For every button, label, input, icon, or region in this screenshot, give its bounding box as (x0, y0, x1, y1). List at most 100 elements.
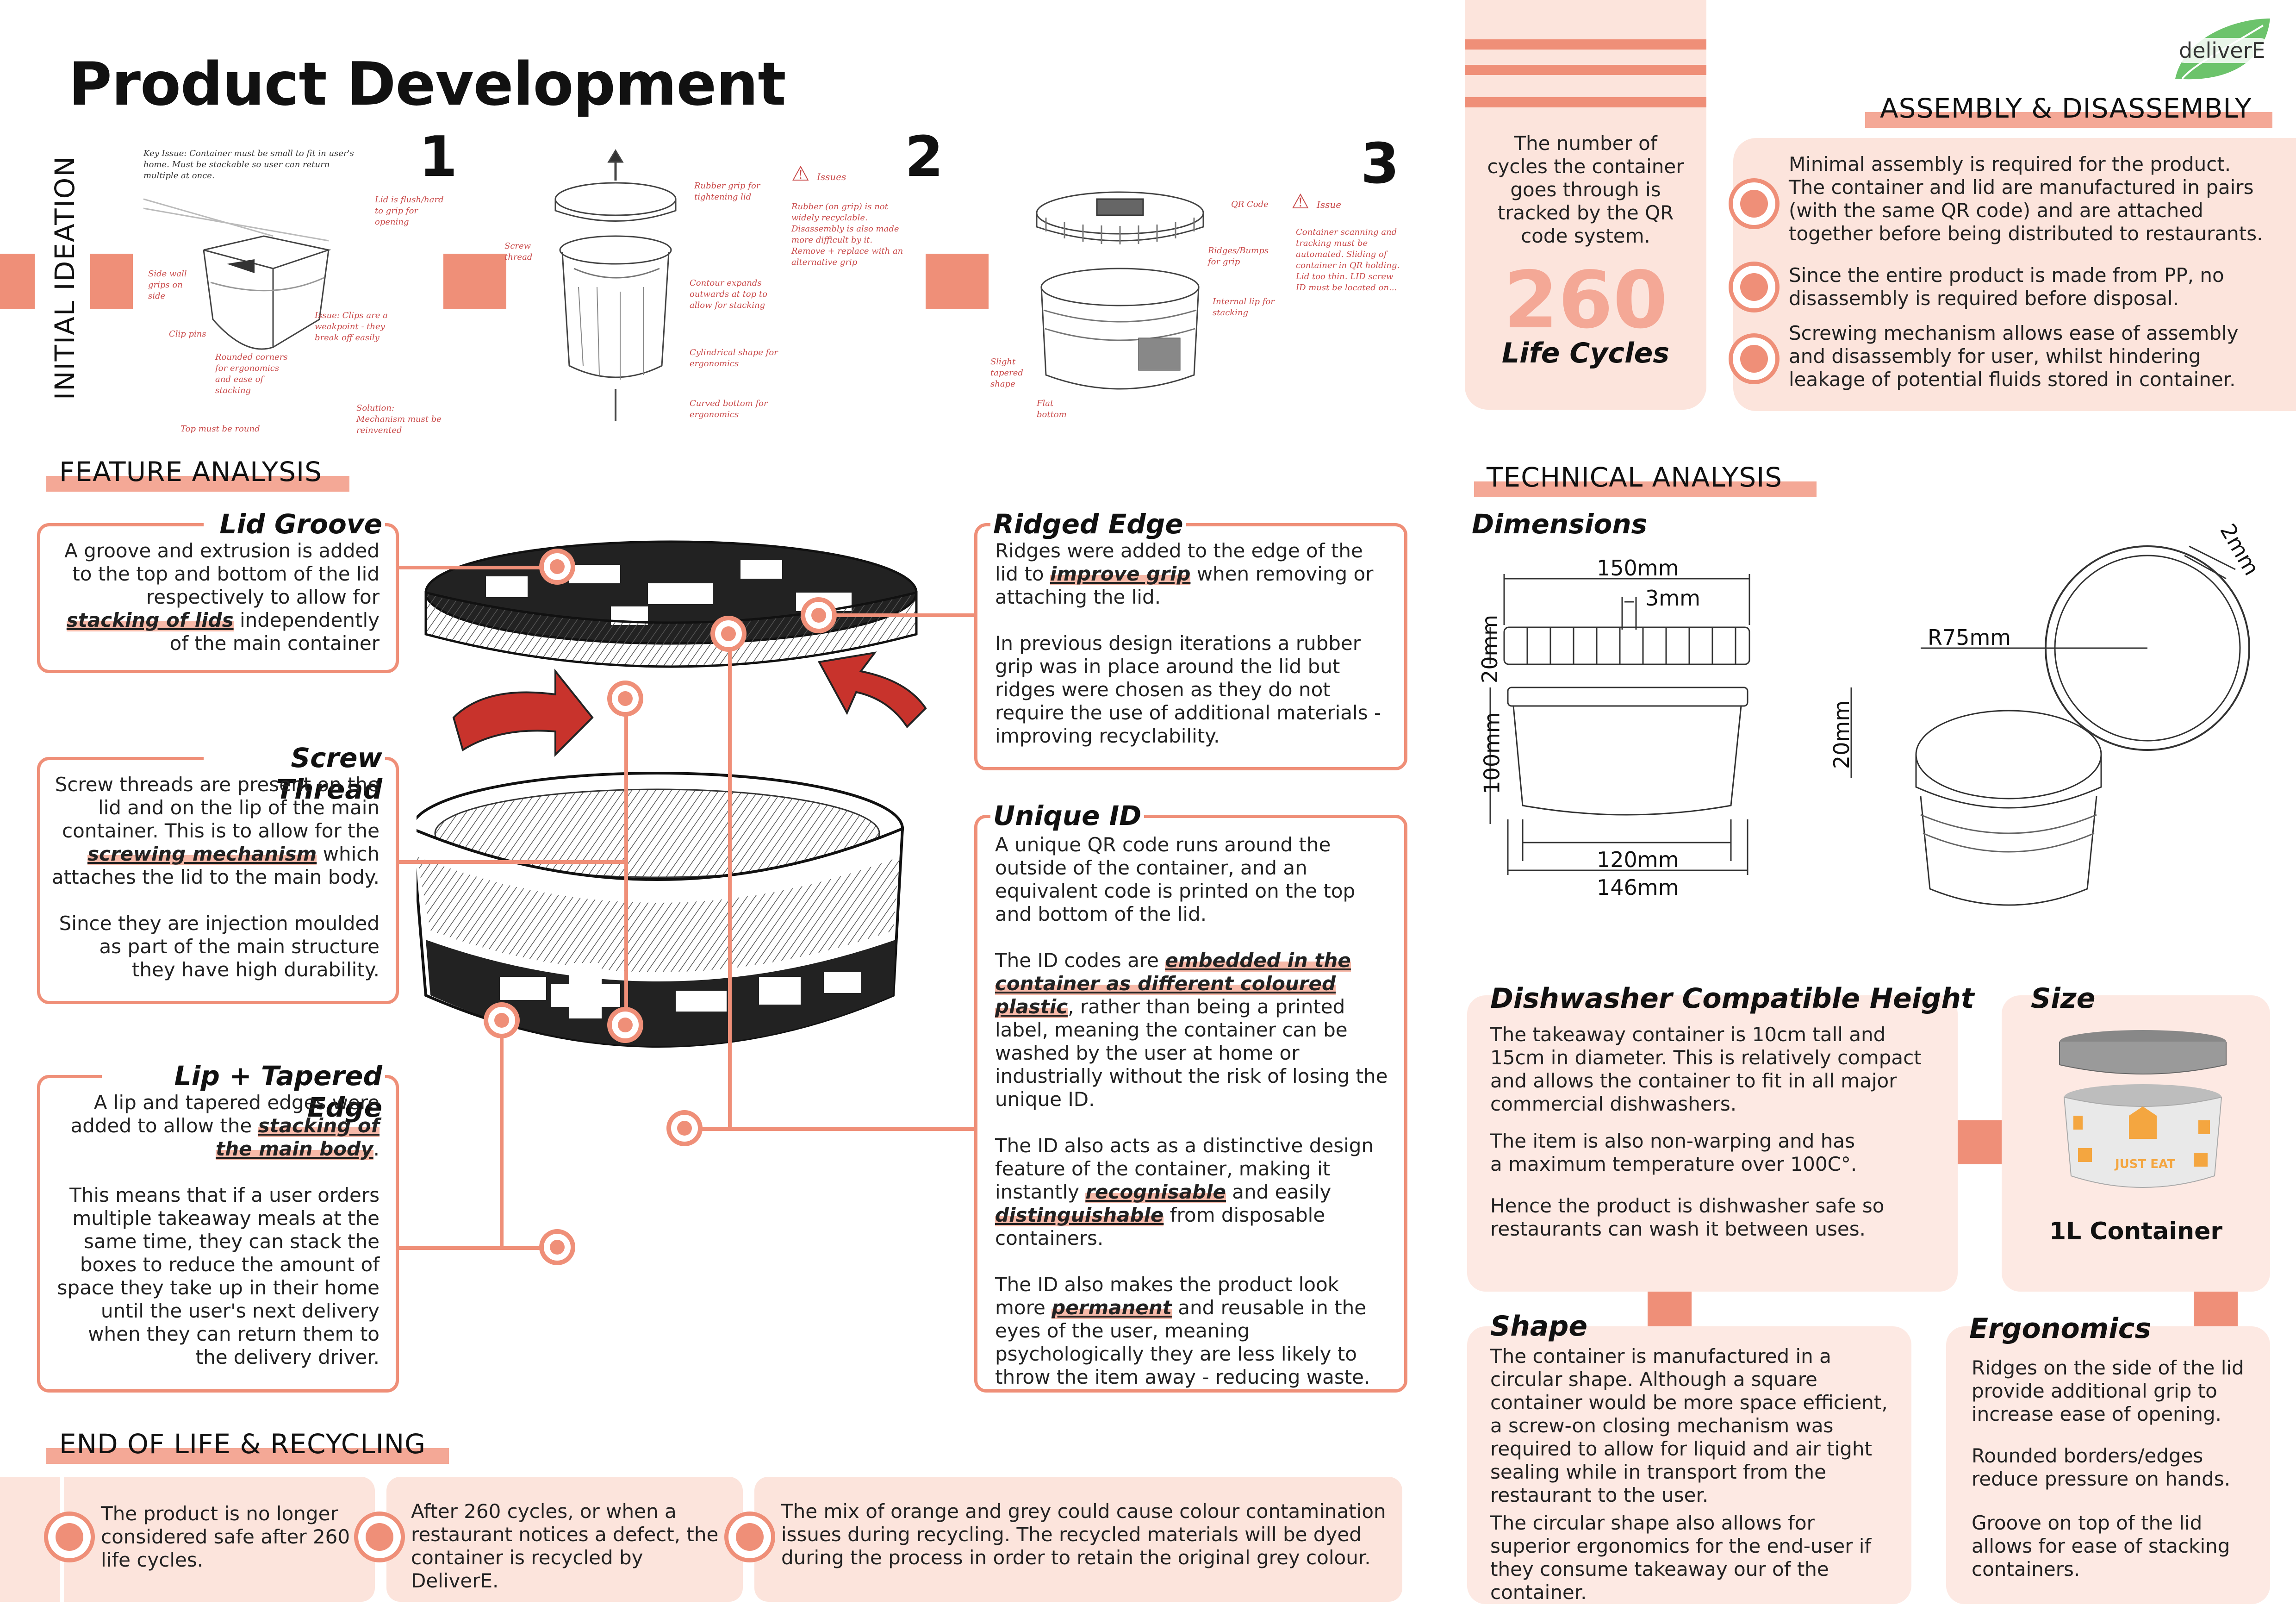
assembly-item-3: Screwing mechanism allows ease of assemb… (1789, 322, 2239, 391)
technical-heading-bar (1474, 481, 1817, 497)
life-cycle-stripe-2 (1465, 65, 1706, 75)
sketch3-qr: QR Code (1231, 200, 1269, 209)
lid-groove-box (37, 523, 399, 673)
marker-screw-top (607, 681, 643, 717)
sketch1-top: Top must be round (180, 424, 260, 434)
connector-dish-shape (1648, 1292, 1692, 1329)
assembly-bullet-1 (1729, 178, 1780, 229)
ideation-marker-3 (926, 254, 989, 309)
dishwasher-title: Dishwasher Compatible Height (1490, 982, 1974, 1015)
connector-lip-v (500, 1021, 504, 1248)
ergonomics-title: Ergonomics (1969, 1312, 2152, 1345)
sketch1-solution: Solution: Mechanism must be reinvented (356, 403, 442, 435)
warning-icon-3: ⚠ (1291, 190, 1310, 213)
marker-lip (484, 1002, 520, 1038)
eol-card-3 (754, 1477, 1402, 1602)
ergonomics-card (1946, 1326, 2270, 1604)
sketch2-contour: Contour expands outwards at top to allow… (690, 278, 767, 310)
assembly-bullet-2 (1729, 262, 1780, 312)
ideation-sketch-1: Key Issue: Container must be small to fi… (134, 144, 449, 449)
ideation-marker-2 (443, 254, 506, 309)
container-photo (2059, 1030, 2227, 1188)
marker-lip-bottom (539, 1229, 575, 1265)
sketch1-lid-note: Lid is flush/hard to grip for opening (375, 195, 444, 227)
dim-150: 150mm (1597, 556, 1679, 581)
dim-3: 3mm (1645, 586, 1700, 611)
eol-card-2 (386, 1477, 743, 1602)
connector-unique-id-v (728, 634, 732, 1130)
ridged-edge-text: Ridges were added to the edge of the lid… (995, 539, 1381, 747)
dim-20b: 20mm (1829, 700, 1854, 769)
technical-drawing: 150mm 3mm 20mm 100mm 120mm 146mm 20mm R7… (1458, 519, 2272, 954)
logo-text: deliverE (2175, 38, 2269, 63)
sketch3-issue: Issue (1317, 199, 1342, 210)
lid-groove-title: Lid Groove (204, 508, 385, 540)
connector-unique-id (685, 1127, 977, 1131)
unique-id-text: A unique QR code runs around the outside… (995, 833, 1388, 1388)
sketch1-key-issue: Key Issue: Container must be small to fi… (143, 149, 354, 181)
eol-item-1: The product is no longer considered safe… (101, 1502, 350, 1571)
container-drawing (410, 540, 927, 1048)
feature-heading-bar (46, 476, 349, 492)
container-sketch-1 (143, 198, 331, 350)
sketch-number-1: 1 (419, 125, 458, 189)
life-cycle-label: Life Cycles (1501, 337, 1670, 369)
shape-card (1467, 1326, 1911, 1604)
feature-heading: FEATURE ANALYSIS (59, 456, 322, 487)
sketch3-issue-list: Container scanning and tracking must be … (1296, 227, 1400, 293)
dim-120: 120mm (1597, 847, 1679, 872)
marker-screw-bottom (607, 1007, 643, 1043)
dim-146: 146mm (1597, 875, 1679, 900)
warning-icon-2: ⚠ (791, 162, 810, 186)
marker-ridged-edge (801, 597, 837, 633)
connector-dish-size (1958, 1120, 2004, 1164)
connector-ridged-edge (819, 613, 977, 617)
eol-bullet-1 (44, 1512, 95, 1562)
ideation-sketch-3: QR Code Ridges/Bumps for grip ⚠ Issue Co… (990, 181, 1407, 477)
sketch3-flat: Flat bottom (1037, 399, 1067, 419)
sketch-number-2: 2 (905, 125, 944, 189)
dishwasher-p2: The item is also non-warping and has a m… (1490, 1130, 1857, 1175)
sketch2-issues: Issues (817, 171, 846, 182)
sketch2-curved: Curved bottom for ergonomics (690, 399, 768, 419)
ridged-edge-title: Ridged Edge (990, 508, 1186, 540)
screw-thread-text: Screw threads are present on the lid and… (51, 773, 380, 981)
assembly-card (1733, 138, 2296, 411)
dimensions-title: Dimensions (1472, 508, 1648, 540)
size-brand: JUST EAT (2115, 1157, 2175, 1171)
marker-unique-id-top (710, 616, 747, 652)
connector-lid-groove (396, 566, 558, 569)
ergonomics-p3: Groove on top of the lid allows for ease… (1972, 1512, 2230, 1580)
eol-heading-bar (46, 1448, 449, 1464)
assembly-item-2: Since the entire product is made from PP… (1789, 264, 2224, 310)
ergonomics-p2: Rounded borders/edges reduce pressure on… (1972, 1444, 2231, 1490)
eol-bullet-2 (354, 1512, 405, 1562)
life-cycle-number: 260 (1503, 255, 1668, 346)
dim-20a: 20mm (1477, 614, 1503, 684)
dimension-drawing (1489, 545, 2250, 906)
unique-id-box (974, 815, 1407, 1393)
sketch-number-3: 3 (1361, 132, 1400, 196)
assembly-item-1: Minimal assembly is required for the pro… (1789, 153, 2263, 245)
ideation-label: INITIAL IDEATION (49, 156, 81, 400)
life-cycle-stripe-3 (1465, 97, 1706, 107)
life-cycle-stripe-1 (1465, 39, 1706, 50)
eol-item-2: After 260 cycles, or when a restaurant n… (411, 1500, 719, 1592)
lip-tapered-text: A lip and tapered edges were added to al… (57, 1091, 380, 1368)
connector-size-ergo (2194, 1292, 2238, 1329)
screw-thread-title: Screw Thread (204, 742, 385, 805)
eol-item-3: The mix of orange and grey could cause c… (781, 1500, 1386, 1569)
dishwasher-p1: The takeaway container is 10cm tall and … (1490, 1023, 1922, 1115)
sketch1-issue: Issue: Clips are a weakpoint - they brea… (315, 311, 388, 343)
delivere-logo: deliverE (2166, 9, 2277, 88)
connector-screw-thread (396, 860, 627, 864)
ridged-edge-box (974, 523, 1407, 770)
ideation-marker-1 (0, 254, 35, 309)
ideation-marker-1b (90, 254, 133, 309)
shape-p2: The circular shape also allows for super… (1490, 1512, 1872, 1604)
sketch2-screw: Screw thread (504, 241, 533, 262)
dim-r75: R75mm (1928, 625, 2011, 650)
sketch2-rubber: Rubber grip for tightening lid (694, 181, 760, 202)
dishwasher-p3: Hence the product is dishwasher safe so … (1490, 1194, 1885, 1240)
sketch1-rounded: Rounded corners for ergonomics and ease … (215, 352, 288, 395)
